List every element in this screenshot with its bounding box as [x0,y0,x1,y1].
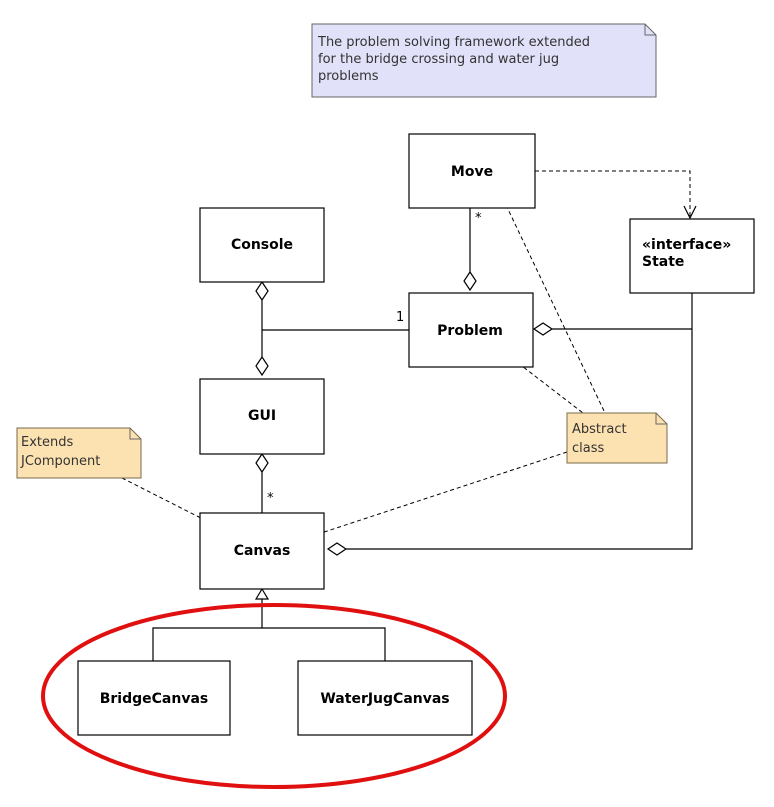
canvas-multiplicity: * [267,491,274,506]
title-note-line-2: for the bridge crossing and water jug [318,52,559,67]
extends-note-anchor [121,477,263,550]
abstract-note-anchor-move [505,204,606,414]
gui-aggregation-diamond-top [255,355,269,377]
class-state-stereotype: «interface» [642,237,731,253]
problem-state-aggregation-diamond [532,322,554,336]
title-note-line-3: problems [318,69,379,84]
title-note: The problem solving framework extended f… [311,23,657,98]
abstract-note-line-2: class [572,441,604,456]
extends-note-line-2: JComponent [20,454,100,469]
abstract-note: Abstract class [566,412,668,464]
inheritance-branches [152,627,386,661]
problem-multiplicity: 1 [396,310,404,325]
class-problem-name: Problem [437,323,503,339]
dependency-arrowhead [683,205,697,220]
abstract-note-anchor-problem [495,345,584,414]
class-water-jug-canvas[interactable]: WaterJugCanvas [297,660,473,736]
problem-aggregation-diamond [463,270,477,292]
abstract-note-line-1: Abstract [572,422,627,437]
move-multiplicity: * [475,211,482,226]
class-move-name: Move [451,164,493,180]
canvas-state-aggregation-diamond [326,542,348,556]
extends-note: Extends JComponent [16,427,142,479]
class-water-jug-canvas-name: WaterJugCanvas [320,691,449,707]
class-state-name: State [642,254,684,270]
class-canvas-name: Canvas [234,543,291,559]
title-note-line-1: The problem solving framework extended [317,35,590,50]
class-problem[interactable]: Problem [408,292,534,368]
class-bridge-canvas[interactable]: BridgeCanvas [77,660,231,736]
abstract-note-anchor-canvas [299,451,568,541]
gui-aggregation-diamond-bottom [255,452,269,474]
extends-note-line-1: Extends [21,435,73,450]
move-state-dependency [535,170,691,216]
class-console[interactable]: Console [199,207,325,283]
aggregation-diamonds [254,270,554,600]
class-gui[interactable]: GUI [199,378,325,455]
class-bridge-canvas-name: BridgeCanvas [100,691,209,707]
state-canvas-association [346,293,693,550]
class-console-name: Console [231,237,293,253]
highlight-ellipse [41,603,507,789]
class-canvas[interactable]: Canvas [199,512,325,590]
class-state[interactable]: «interface» State [629,218,755,294]
generalization-arrowhead [254,587,270,600]
class-move[interactable]: Move [408,133,536,209]
class-gui-name: GUI [248,408,276,424]
console-aggregation-diamond [255,280,269,302]
connectors [121,170,697,661]
